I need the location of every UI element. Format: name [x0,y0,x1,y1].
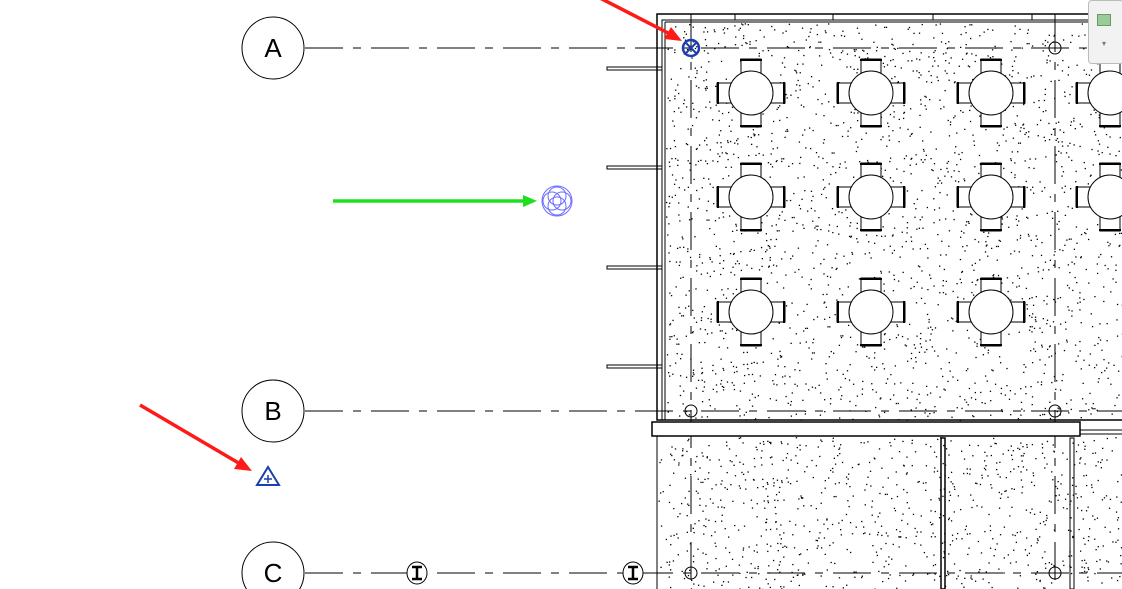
table-with-chairs[interactable] [1075,58,1122,128]
grid-label-b: B [264,396,281,426]
table-with-chairs[interactable] [1075,162,1122,232]
tables[interactable] [716,58,1122,347]
navigation-bar-dropdown[interactable]: ▾ [1102,39,1107,48]
steel-columns[interactable] [406,561,644,585]
grid-heads[interactable]: A B C [241,16,305,589]
table-with-chairs[interactable] [836,162,906,232]
table-with-chairs[interactable] [836,277,906,347]
annotation-arrows [139,0,682,471]
survey-point-icon[interactable] [541,185,573,217]
table-with-chairs[interactable] [956,277,1026,347]
table-with-chairs[interactable] [716,162,786,232]
grid-lines [305,14,1122,589]
navigation-bar[interactable]: ▾ [1088,0,1122,64]
grid-label-a: A [264,33,282,63]
railings [606,66,663,369]
table-with-chairs[interactable] [716,277,786,347]
project-base-point-icon[interactable] [681,38,701,58]
internal-origin-icon[interactable] [255,465,281,486]
table-with-chairs[interactable] [956,162,1026,232]
steel-column-icon [406,561,428,585]
navigation-bar-zoom-icon[interactable] [1097,14,1111,26]
columns[interactable] [684,41,1062,580]
walls[interactable] [606,13,1122,589]
table-with-chairs[interactable] [716,58,786,128]
table-with-chairs[interactable] [956,58,1026,128]
table-with-chairs[interactable] [836,58,906,128]
beam [651,421,1081,437]
steel-column-icon [622,561,644,585]
grid-label-c: C [264,558,283,588]
